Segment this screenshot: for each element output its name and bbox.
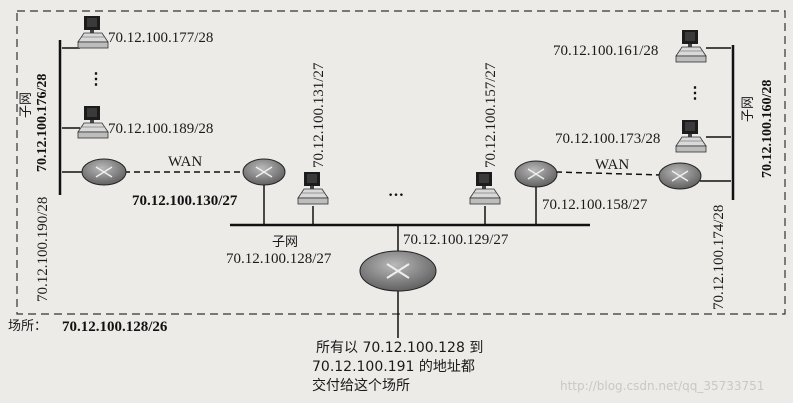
wan-link-right <box>555 171 663 176</box>
left-host-bottom-address: 70.12.100.189/28 <box>108 121 213 137</box>
center-host-left-computer-icon <box>297 171 329 205</box>
left-host-top-address: 70.12.100.177/28 <box>108 30 213 46</box>
right-subnet-router <box>658 162 702 190</box>
center-host-left-address: 70.12.100.131/27 <box>311 62 327 168</box>
wan-left-label: WAN <box>168 154 202 170</box>
site-label: 场所： <box>8 319 47 334</box>
right-subnet-label: 子网 <box>741 96 756 122</box>
center-hosts-ellipsis: … <box>388 183 404 200</box>
center-host-right-address: 70.12.100.157/27 <box>483 62 499 168</box>
right-router-interface-address: 70.12.100.174/28 <box>711 205 727 310</box>
center-left-router-interface-address: 70.12.100.130/27 <box>132 193 238 209</box>
center-subnet-prefix: 70.12.100.128/27 <box>226 251 332 267</box>
left-subnet-router <box>81 158 127 186</box>
right-host-top-address: 70.12.100.161/28 <box>553 43 658 59</box>
main-router-interface-address: 70.12.100.129/27 <box>403 232 509 248</box>
left-host-bottom-computer-icon <box>77 105 109 139</box>
right-hosts-ellipsis: ⋮ <box>687 85 703 102</box>
site-note-line-3: 交付给这个场所 <box>312 377 410 394</box>
watermark-text: http://blog.csdn.net/qq_35733751 <box>560 379 764 393</box>
center-subnet-label: 子网 <box>272 235 298 250</box>
site-boundary <box>16 10 786 315</box>
right-host-bottom-address: 70.12.100.173/28 <box>555 131 660 147</box>
site-note-line-1: 所有以 70.12.100.128 到 <box>316 340 483 356</box>
site-note-line-2: 70.12.100.191 的地址都 <box>312 359 475 375</box>
site-main-router <box>359 250 437 292</box>
left-hosts-ellipsis: ⋮ <box>88 71 104 88</box>
left-subnet-label: 子网 <box>19 92 34 118</box>
center-left-router <box>242 158 286 186</box>
site-prefix: 70.12.100.128/26 <box>62 319 168 335</box>
left-subnet-prefix: 70.12.100.176/28 <box>35 74 50 172</box>
center-host-right-computer-icon <box>469 171 501 205</box>
right-host-bottom-computer-icon <box>675 119 707 153</box>
left-router-interface-address: 70.12.100.190/28 <box>35 197 51 302</box>
wan-right-label: WAN <box>595 157 629 173</box>
right-subnet-prefix: 70.12.100.160/28 <box>760 80 775 178</box>
center-right-router-interface-address: 70.12.100.158/27 <box>542 197 648 213</box>
center-right-router <box>514 160 558 188</box>
right-host-top-computer-icon <box>675 29 707 63</box>
left-host-top-computer-icon <box>77 15 109 49</box>
